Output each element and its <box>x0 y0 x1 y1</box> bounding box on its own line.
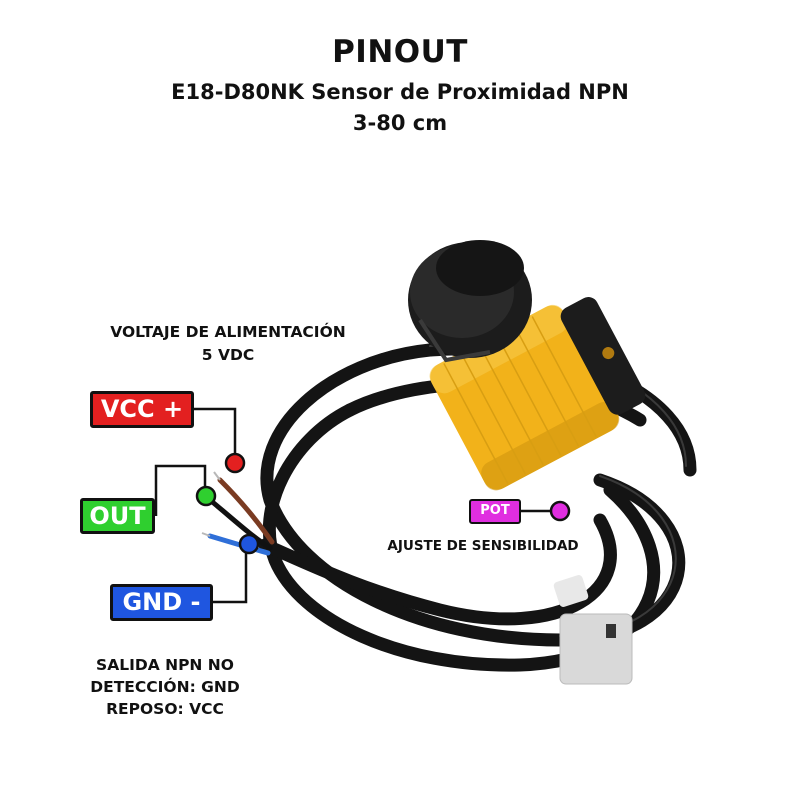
supply-voltage-title: VOLTAJE DE ALIMENTACIÓN <box>110 323 346 341</box>
sensing-range: 3-80 cm <box>352 111 448 135</box>
out-pin-label: OUT <box>80 498 155 534</box>
vcc-pin-dot <box>224 452 246 474</box>
pot-pin-label: POT <box>469 499 521 524</box>
gnd-leader <box>213 545 248 604</box>
supply-voltage-value: 5 VDC <box>201 346 255 364</box>
gnd-pin-label: GND - <box>110 584 213 621</box>
page-title: PINOUT <box>332 34 468 70</box>
output-note-line1: SALIDA NPN NO <box>96 656 234 674</box>
out-leader <box>154 464 207 516</box>
gnd-pin-dot <box>238 533 260 555</box>
output-note: SALIDA NPN NO DETECCIÓN: GND REPOSO: VCC <box>70 654 260 720</box>
vcc-pin-label: VCC + <box>90 391 194 428</box>
supply-voltage-note: VOLTAJE DE ALIMENTACIÓN 5 VDC <box>82 321 374 367</box>
output-note-line2: DETECCIÓN: GND <box>90 678 240 696</box>
vcc-leader <box>194 407 237 462</box>
black-wire <box>207 497 273 551</box>
brown-wire <box>217 477 275 545</box>
cable-label-band <box>553 575 589 607</box>
pot-pin-dot <box>549 500 571 522</box>
main-cable <box>258 513 617 626</box>
sensor-model-subtitle: E18-D80NK Sensor de Proximidad NPN <box>171 80 629 104</box>
output-note-line3: REPOSO: VCC <box>106 700 224 718</box>
cable-tag <box>559 613 633 685</box>
sensitivity-note: AJUSTE DE SENSIBILIDAD <box>387 538 579 554</box>
sensor-nut <box>408 240 532 363</box>
out-pin-dot <box>195 485 217 507</box>
